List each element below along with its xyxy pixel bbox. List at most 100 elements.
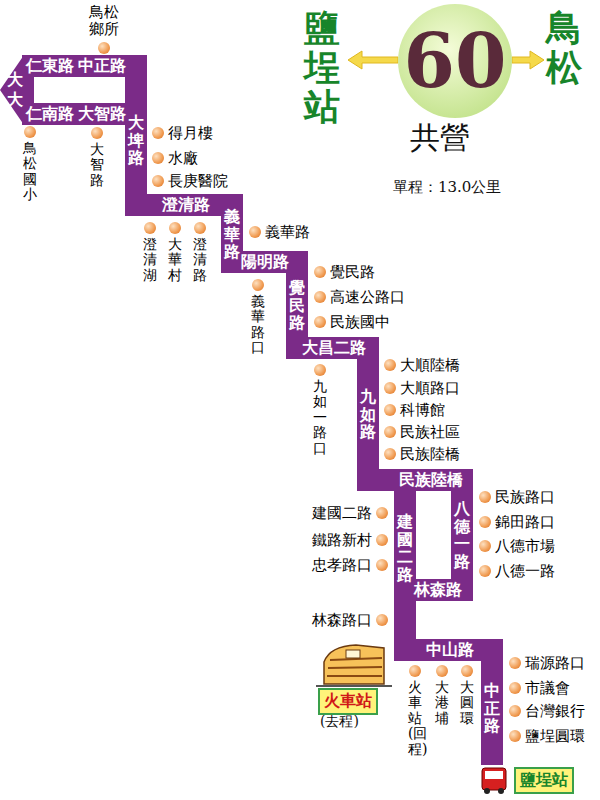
stop-name: 長庚醫院 <box>168 172 228 191</box>
terminal-title: 鳥松 <box>546 8 582 87</box>
street-name: 九如路 <box>360 388 376 441</box>
stop-name: 八德一路 <box>495 562 555 581</box>
stop-name: 民族路口 <box>495 488 555 507</box>
route-number-circle: 60 <box>398 4 512 118</box>
stop-dot <box>376 534 388 546</box>
stop-dot <box>384 359 396 371</box>
stop-name: 高速公路口 <box>330 288 405 307</box>
stop-name: 八德市場 <box>495 537 555 556</box>
stop-name: 水廠 <box>168 149 198 168</box>
street-name: 中正路 <box>484 682 500 735</box>
street-name: 仁東路 <box>26 56 74 77</box>
stop-dot <box>98 42 110 54</box>
stop-name: 大順陸橋 <box>400 356 460 375</box>
stop-dot <box>509 705 521 717</box>
stop-name: 民族社區 <box>400 423 460 442</box>
stop-dot <box>314 364 326 376</box>
stop-name: 得月樓 <box>168 124 213 143</box>
terminal-title: 鹽埕站 <box>304 8 340 127</box>
street-name: 大埤路 <box>128 114 144 167</box>
caption-text: 共營 <box>410 118 470 159</box>
stop-dot <box>479 491 491 503</box>
stop-dot <box>384 382 396 394</box>
stop-name: 義華路口 <box>251 294 265 356</box>
train-icon <box>316 645 392 686</box>
box-label: 火車站 <box>324 691 372 712</box>
stop-dot <box>314 291 326 303</box>
stop-dot <box>314 266 326 278</box>
stop-dot <box>169 222 181 234</box>
stop-name: 林森路口 <box>312 611 372 630</box>
stop-dot <box>152 175 164 187</box>
street-name: 仁南路 <box>26 104 74 125</box>
stop-dot <box>509 657 521 669</box>
stop-dot <box>152 127 164 139</box>
stop-dot <box>376 559 388 571</box>
stop-name: 義華路 <box>265 223 310 242</box>
stop-dot <box>409 665 421 677</box>
stop-name: 民族陸橋 <box>400 445 460 464</box>
box-label: 鹽埕站 <box>520 770 568 791</box>
stop-dot <box>152 152 164 164</box>
street-name: 覺民路 <box>289 279 305 332</box>
stop-name: 鳥松國小 <box>23 141 37 203</box>
caption-text: (去程) <box>320 713 359 731</box>
stop-dot <box>24 126 36 138</box>
stop-name: 九如一路口 <box>313 379 327 456</box>
street-name: 義華路 <box>224 208 240 261</box>
stop-name: 大智路 <box>90 142 104 188</box>
stop-name: 覺民路 <box>330 263 375 282</box>
direction-arrow <box>348 51 398 69</box>
stop-name: 市議會 <box>525 679 570 698</box>
street-name: 陽明路 <box>241 252 289 273</box>
street-name: 大昌二路 <box>302 338 366 359</box>
stop-name: 科博館 <box>400 401 445 420</box>
stop-dot <box>384 426 396 438</box>
route-number: 60 <box>404 18 507 104</box>
street-name: 中正路 <box>78 56 126 77</box>
caption-text: 單程：13.0公里 <box>393 178 501 197</box>
stop-name: 錦田路口 <box>495 513 555 532</box>
street-name: 建國二路 <box>397 513 413 583</box>
stop-name: 大順路口 <box>400 379 460 398</box>
stop-dot <box>479 565 491 577</box>
terminal-box: 鹽埕站 <box>514 767 574 794</box>
stop-name: 鐵路新村 <box>312 531 372 550</box>
stop-name: 瑞源路口 <box>525 654 585 673</box>
stop-name: 大圓環 <box>460 680 474 726</box>
stop-dot <box>252 279 264 291</box>
stop-name: 台灣銀行 <box>525 702 585 721</box>
stop-name: 鳥松鄉所 <box>89 4 119 37</box>
stop-name: 民族國中 <box>330 313 390 332</box>
direction-arrow <box>512 51 544 69</box>
street-name: 八德一路 <box>454 500 470 570</box>
stop-name: 鹽埕圓環 <box>525 727 585 746</box>
route-band <box>405 480 492 765</box>
street-name: 大 <box>7 70 23 91</box>
stop-name: 火車站(回程) <box>408 680 422 757</box>
stop-dot <box>479 540 491 552</box>
street-name: 民族陸橋 <box>399 470 463 491</box>
stop-dot <box>376 507 388 519</box>
street-name: 大 <box>7 90 23 111</box>
stop-name: 澄清湖 <box>143 237 157 283</box>
stop-dot <box>509 682 521 694</box>
stop-dot <box>461 665 473 677</box>
street-name: 澄清路 <box>162 195 210 216</box>
street-name: 林森路 <box>414 580 462 601</box>
street-name: 大智路 <box>78 104 126 125</box>
stop-name: 忠孝路口 <box>312 556 372 575</box>
bus-icon <box>482 768 506 794</box>
stop-dot <box>144 222 156 234</box>
stop-name: 大港埔 <box>435 680 449 726</box>
stop-name: 大華村 <box>168 237 182 283</box>
station-box: 火車站 <box>318 688 378 715</box>
stop-dot <box>91 127 103 139</box>
route-band <box>22 103 136 125</box>
stop-name: 建國二路 <box>312 504 372 523</box>
stop-dot <box>384 448 396 460</box>
stop-dot <box>479 516 491 528</box>
stop-dot <box>249 226 261 238</box>
street-name: 中山路 <box>426 640 474 661</box>
